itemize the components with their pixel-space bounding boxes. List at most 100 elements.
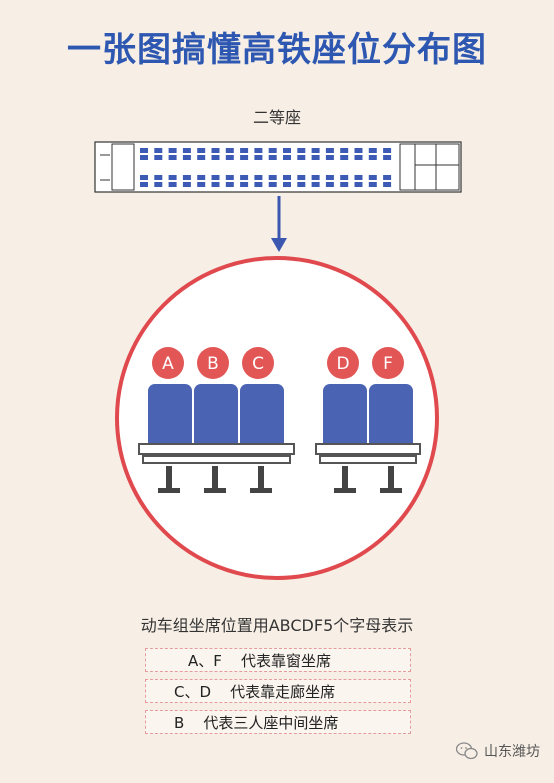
- mini-seat: [154, 148, 163, 153]
- watermark: 山东潍坊: [456, 741, 540, 761]
- mini-seat: [182, 148, 191, 153]
- mini-seat: [240, 148, 249, 153]
- page-title: 一张图搞懂高铁座位分布图: [67, 30, 487, 70]
- mini-seat: [340, 155, 349, 160]
- svg-text:A: A: [162, 354, 174, 374]
- badge-c: C: [242, 347, 274, 379]
- seat-d: [323, 384, 367, 452]
- seat-grid: [140, 148, 392, 187]
- mini-seat: [211, 155, 220, 160]
- mini-seat: [225, 155, 234, 160]
- mini-seat: [311, 148, 320, 153]
- mini-seat: [354, 175, 363, 180]
- arrow-down-icon: [271, 196, 287, 252]
- mini-seat: [383, 175, 392, 180]
- mini-seat: [311, 182, 320, 187]
- svg-text:D: D: [336, 354, 349, 374]
- mini-seat: [354, 148, 363, 153]
- watermark-text: 山东潍坊: [484, 744, 540, 760]
- mini-seat: [368, 182, 377, 187]
- mini-seat: [311, 155, 320, 160]
- mini-seat: [154, 182, 163, 187]
- mini-seat: [197, 175, 206, 180]
- mini-seat: [197, 182, 206, 187]
- seat-block-df: [315, 384, 421, 493]
- mini-seat: [168, 182, 177, 187]
- mini-seat: [283, 155, 291, 160]
- mini-seat: [283, 182, 291, 187]
- mini-seat: [154, 155, 163, 160]
- mini-seat: [354, 155, 363, 160]
- badge-a: A: [152, 347, 184, 379]
- mini-seat: [283, 175, 291, 180]
- mini-seat: [383, 155, 392, 160]
- mini-seat: [325, 175, 334, 180]
- mini-seat: [268, 175, 277, 180]
- mini-seat: [325, 155, 334, 160]
- legend-aisle-seats: C、D 代表靠走廊坐席: [145, 679, 411, 703]
- mini-seat: [168, 155, 177, 160]
- mini-seat: [197, 155, 206, 160]
- mini-seat: [240, 175, 249, 180]
- badge-f: F: [372, 347, 404, 379]
- mini-seat: [240, 182, 249, 187]
- mini-seat: [340, 148, 349, 153]
- mini-seat: [168, 148, 177, 153]
- mini-seat: [368, 155, 377, 160]
- legend-window-seats: A、F 代表靠窗坐席: [145, 648, 411, 672]
- mini-seat: [168, 175, 177, 180]
- mini-seat: [311, 175, 320, 180]
- seat-a: [148, 384, 192, 452]
- train-car-plan: [94, 141, 462, 193]
- mini-seat: [182, 155, 191, 160]
- mini-seat: [182, 175, 191, 180]
- svg-text:C: C: [252, 354, 264, 374]
- mini-seat: [254, 182, 263, 187]
- caption: 动车组坐席位置用ABCDF5个字母表示: [140, 616, 414, 635]
- seat-c: [240, 384, 284, 452]
- mini-seat: [140, 148, 148, 153]
- mini-seat: [154, 175, 163, 180]
- mini-seat: [368, 175, 377, 180]
- mini-seat: [325, 182, 334, 187]
- mini-seat: [225, 148, 234, 153]
- mini-seat: [268, 155, 277, 160]
- mini-seat: [225, 175, 234, 180]
- badge-d: D: [327, 347, 359, 379]
- mini-seat: [254, 148, 263, 153]
- mini-seat: [140, 175, 148, 180]
- mini-seat: [268, 182, 277, 187]
- mini-seat: [297, 148, 306, 153]
- svg-text:F: F: [383, 354, 393, 374]
- mini-seat: [211, 175, 220, 180]
- mini-seat: [283, 148, 291, 153]
- mini-seat: [240, 155, 249, 160]
- svg-text:B: B: [207, 354, 219, 374]
- mini-seat: [211, 182, 220, 187]
- car-type-label: 二等座: [252, 108, 301, 127]
- mini-seat: [297, 155, 306, 160]
- mini-seat: [254, 155, 263, 160]
- wechat-icon: [456, 742, 478, 760]
- mini-seat: [268, 148, 277, 153]
- mini-seat: [383, 148, 392, 153]
- mini-seat: [254, 175, 263, 180]
- mini-seat: [211, 148, 220, 153]
- badge-b: B: [197, 347, 229, 379]
- mini-seat: [325, 148, 334, 153]
- mini-seat: [368, 148, 377, 153]
- mini-seat: [297, 175, 306, 180]
- seat-f: [369, 384, 413, 452]
- mini-seat: [340, 175, 349, 180]
- seat-block-abc: [138, 384, 295, 493]
- mini-seat: [340, 182, 349, 187]
- legend-middle-seat: B 代表三人座中间坐席: [145, 710, 411, 734]
- mini-seat: [140, 155, 148, 160]
- seat-b: [194, 384, 238, 452]
- mini-seat: [297, 182, 306, 187]
- mini-seat: [383, 182, 392, 187]
- mini-seat: [182, 182, 191, 187]
- mini-seat: [140, 182, 148, 187]
- mini-seat: [197, 148, 206, 153]
- mini-seat: [225, 182, 234, 187]
